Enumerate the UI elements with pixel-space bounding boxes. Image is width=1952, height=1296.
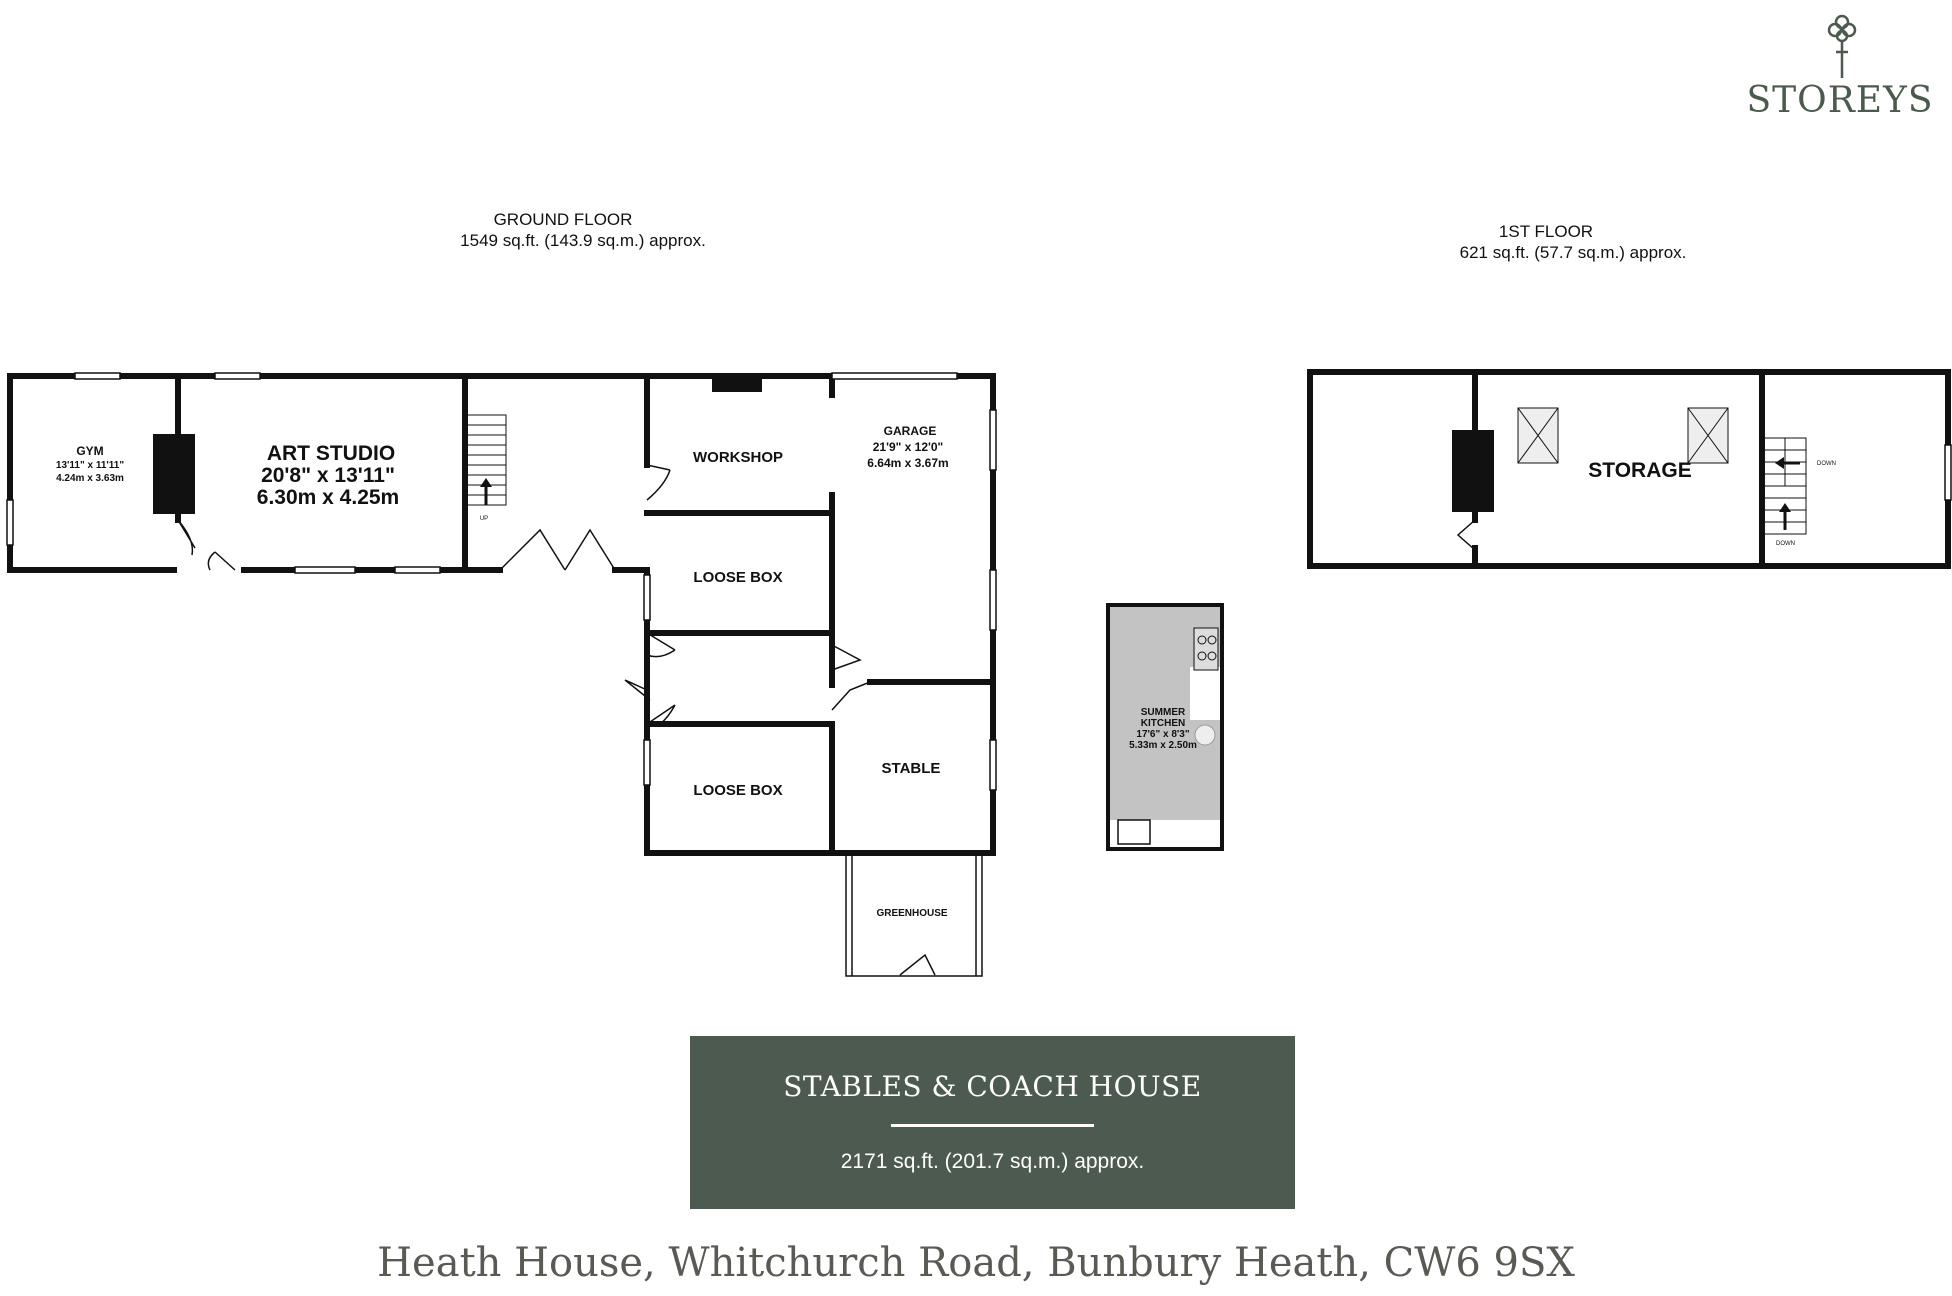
stable-name: STABLE xyxy=(882,760,941,777)
stairs-down-label-1: DOWN xyxy=(1817,461,1836,467)
down-arrow-icon xyxy=(1775,457,1800,469)
loose-box-2-name: LOOSE BOX xyxy=(693,782,782,799)
gym-imperial: 13'11" x 11'11" xyxy=(56,460,124,471)
brand-name: STOREYS xyxy=(1747,80,1934,121)
summer-kitchen-name-2: KITCHEN xyxy=(1141,718,1185,729)
ground-floor-windows xyxy=(6,372,997,791)
garage-metric: 6.64m x 3.67m xyxy=(867,456,948,470)
garage-imperial: 21'9" x 12'0" xyxy=(873,440,943,454)
brand-logo: STOREYS xyxy=(1747,14,1934,121)
first-floor-area: 621 sq.ft. (57.7 sq.m.) approx. xyxy=(1460,243,1687,262)
first-floor-stairs xyxy=(1763,437,1807,535)
summary-title: STABLES & COACH HOUSE xyxy=(783,1070,1202,1103)
first-floor-window xyxy=(1944,444,1952,501)
property-address: Heath House, Whitchurch Road, Bunbury He… xyxy=(377,1240,1575,1286)
fireplace xyxy=(153,434,178,514)
greenhouse-walls xyxy=(845,852,983,977)
greenhouse-name: GREENHOUSE xyxy=(876,908,947,919)
storage-name: STORAGE xyxy=(1588,459,1691,482)
ground-floor-title: GROUND FLOOR xyxy=(494,210,633,229)
stairs-down-label-2: DOWN xyxy=(1776,541,1795,547)
art-studio-name: ART STUDIO xyxy=(267,442,395,465)
summary-divider xyxy=(891,1124,1094,1127)
chimney-breast xyxy=(1452,430,1494,512)
summary-total-area: 2171 sq.ft. (201.7 sq.m.) approx. xyxy=(840,1150,1145,1173)
art-studio-imperial: 20'8" x 13'11" xyxy=(261,464,395,487)
garage-name: GARAGE xyxy=(884,424,937,438)
fireplace xyxy=(712,376,762,392)
first-floor-door xyxy=(1456,519,1476,551)
summer-kitchen-name-1: SUMMER xyxy=(1141,707,1186,718)
up-arrow-icon xyxy=(480,478,492,505)
fireplace xyxy=(180,434,195,514)
gym-metric: 4.24m x 3.63m xyxy=(56,473,124,484)
stairs-up-label: UP xyxy=(480,516,488,522)
down-arrow-icon xyxy=(1779,503,1791,530)
skylight-icon xyxy=(1687,407,1729,464)
hob-icon xyxy=(1193,627,1219,671)
gym-name: GYM xyxy=(76,444,103,458)
summer-kitchen-imperial: 17'6" x 8'3" xyxy=(1136,729,1189,740)
summer-kitchen: SUMMER KITCHEN 17'6" x 8'3" 5.33m x 2.50… xyxy=(1106,603,1224,851)
skylight-icon xyxy=(1517,407,1559,464)
summer-kitchen-metric: 5.33m x 2.50m xyxy=(1129,740,1197,751)
art-studio-metric: 6.30m x 4.25m xyxy=(257,486,399,509)
ground-floor-area: 1549 sq.ft. (143.9 sq.m.) approx. xyxy=(460,231,706,250)
key-icon xyxy=(1827,14,1857,78)
sink-icon xyxy=(1117,819,1151,845)
loose-box-1-name: LOOSE BOX xyxy=(693,569,782,586)
sink-icon xyxy=(1194,724,1216,746)
first-floor-title: 1ST FLOOR xyxy=(1499,222,1593,241)
summary-box: STABLES & COACH HOUSE 2171 sq.ft. (201.7… xyxy=(690,1036,1295,1209)
workshop-name: WORKSHOP xyxy=(693,449,783,466)
ground-floor-doors xyxy=(177,464,936,976)
